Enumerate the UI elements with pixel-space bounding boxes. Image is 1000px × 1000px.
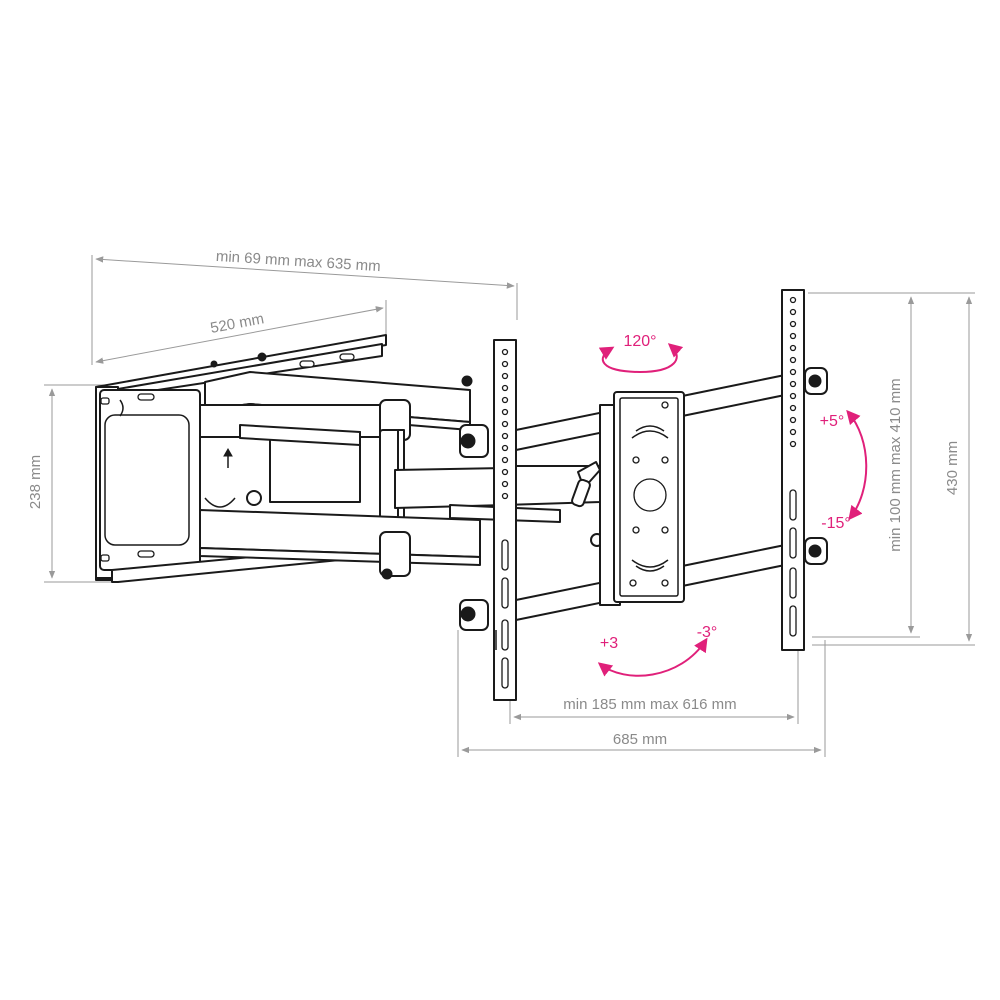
wall-plate-height-label: 238 mm xyxy=(27,455,44,509)
total-width-label: 685 mm xyxy=(613,731,667,748)
articulating-arms xyxy=(199,371,604,580)
roll-minus-label: -3° xyxy=(697,624,718,641)
tv-bracket-left-rail xyxy=(459,339,517,701)
arm-extension-label: min 69 mm max 635 mm xyxy=(215,248,381,275)
tilt-up-label: +5° xyxy=(820,413,845,430)
swivel-angle-label: 120° xyxy=(623,333,656,350)
horizontal-span-label: min 185 mm max 616 mm xyxy=(563,696,736,713)
angle-arcs xyxy=(597,343,868,677)
angle-labels: 120° +5° -15° +3 -3° xyxy=(600,333,851,652)
total-height-label: 430 mm xyxy=(944,441,961,495)
vertical-span-label: min 100 mm max 410 mm xyxy=(887,378,904,551)
dimension-labels: min 69 mm max 635 mm 520 mm 238 mm min 1… xyxy=(27,248,961,748)
roll-plus-label: +3 xyxy=(600,635,618,652)
tilt-down-label: -15° xyxy=(821,515,851,532)
rail-holes-left xyxy=(501,348,509,689)
rail-holes-right xyxy=(789,296,797,637)
dimension-lines xyxy=(44,255,975,757)
tilt-plate xyxy=(571,391,685,606)
wall-plate-width-label: 520 mm xyxy=(209,310,265,337)
